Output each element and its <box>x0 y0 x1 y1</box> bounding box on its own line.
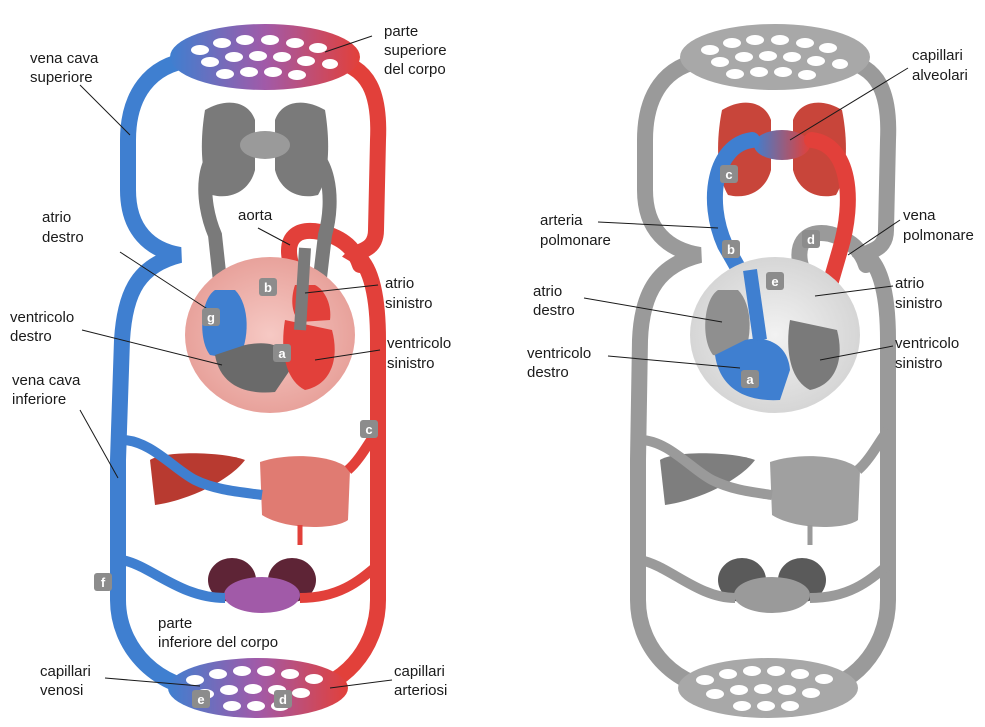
badge-f-left: f <box>94 573 112 591</box>
badge-c-left: c <box>360 420 378 438</box>
kidneys-gray <box>640 558 888 613</box>
digestive-organs <box>122 430 378 545</box>
badge-a-right: a <box>741 370 759 388</box>
heart-left <box>185 248 355 413</box>
svg-text:b: b <box>264 280 272 295</box>
label-atrio-destro-r-2: destro <box>533 302 575 319</box>
lower-body-capillaries <box>168 658 348 718</box>
label-capillari-alveolari-2: alveolari <box>912 67 968 84</box>
label-parte-superiore-1: parte <box>384 23 418 40</box>
label-parte-inferiore-1: parte <box>158 615 192 632</box>
left-diagram: vena cava superiore parte superiore del … <box>10 23 451 718</box>
badge-d-left: d <box>274 690 292 708</box>
svg-text:b: b <box>727 242 735 257</box>
label-capillari-arteriosi-2: arteriosi <box>394 682 447 699</box>
svg-text:e: e <box>771 274 778 289</box>
label-capillari-alveolari-1: capillari <box>912 47 963 64</box>
svg-text:d: d <box>807 232 815 247</box>
label-atrio-destro-1: atrio <box>42 209 71 226</box>
lower-body-capillaries-gray <box>678 658 858 718</box>
label-capillari-venosi-2: venosi <box>40 682 83 699</box>
svg-text:g: g <box>207 310 215 325</box>
label-vena-polmonare-2: polmonare <box>903 227 974 244</box>
right-diagram: capillari alveolari arteria polmonare ve… <box>527 24 974 718</box>
label-vena-cava-superiore-1: vena cava <box>30 50 99 67</box>
upper-body-capillaries-gray <box>680 24 870 90</box>
svg-text:c: c <box>725 167 732 182</box>
label-capillari-venosi-1: capillari <box>40 663 91 680</box>
svg-text:a: a <box>746 372 754 387</box>
label-capillari-arteriosi-1: capillari <box>394 663 445 680</box>
badge-c-right: c <box>720 165 738 183</box>
label-atrio-sinistro-r-1: atrio <box>895 275 924 292</box>
label-atrio-destro-2: destro <box>42 229 84 246</box>
label-ventricolo-destro-r-1: ventricolo <box>527 345 591 362</box>
label-atrio-destro-r-1: atrio <box>533 283 562 300</box>
kidneys <box>122 558 378 613</box>
label-ventricolo-sinistro-r-2: sinistro <box>895 355 943 372</box>
label-atrio-sinistro-1: atrio <box>385 275 414 292</box>
svg-text:c: c <box>365 422 372 437</box>
badge-b-right: b <box>722 240 740 258</box>
label-vena-cava-superiore-2: superiore <box>30 69 93 86</box>
label-ventricolo-sinistro-2: sinistro <box>387 355 435 372</box>
badge-e-right: e <box>766 272 784 290</box>
label-ventricolo-sinistro-1: ventricolo <box>387 335 451 352</box>
label-ventricolo-destro-2: destro <box>10 328 52 345</box>
svg-text:d: d <box>279 692 287 707</box>
label-ventricolo-destro-r-2: destro <box>527 364 569 381</box>
label-atrio-sinistro-2: sinistro <box>385 295 433 312</box>
svg-text:a: a <box>278 346 286 361</box>
badge-g-left: g <box>202 308 220 326</box>
label-arteria-polmonare-2: polmonare <box>540 232 611 249</box>
label-vena-cava-inferiore-1: vena cava <box>12 372 81 389</box>
label-atrio-sinistro-r-2: sinistro <box>895 295 943 312</box>
label-parte-superiore-2: superiore <box>384 42 447 59</box>
label-arteria-polmonare-1: arteria <box>540 212 583 229</box>
upper-body-capillaries <box>170 24 360 90</box>
svg-text:e: e <box>197 692 204 707</box>
svg-text:f: f <box>101 575 106 590</box>
label-aorta: aorta <box>238 207 273 224</box>
badge-b-left: b <box>259 278 277 296</box>
label-parte-superiore-3: del corpo <box>384 61 446 78</box>
label-parte-inferiore-2: inferiore del corpo <box>158 634 278 651</box>
label-ventricolo-sinistro-r-1: ventricolo <box>895 335 959 352</box>
badge-a-left: a <box>273 344 291 362</box>
digestive-organs-gray <box>640 430 888 545</box>
label-vena-cava-inferiore-2: inferiore <box>12 391 66 408</box>
badge-e-left: e <box>192 690 210 708</box>
label-vena-polmonare-1: vena <box>903 207 936 224</box>
label-ventricolo-destro-1: ventricolo <box>10 309 74 326</box>
badge-d-right: d <box>802 230 820 248</box>
